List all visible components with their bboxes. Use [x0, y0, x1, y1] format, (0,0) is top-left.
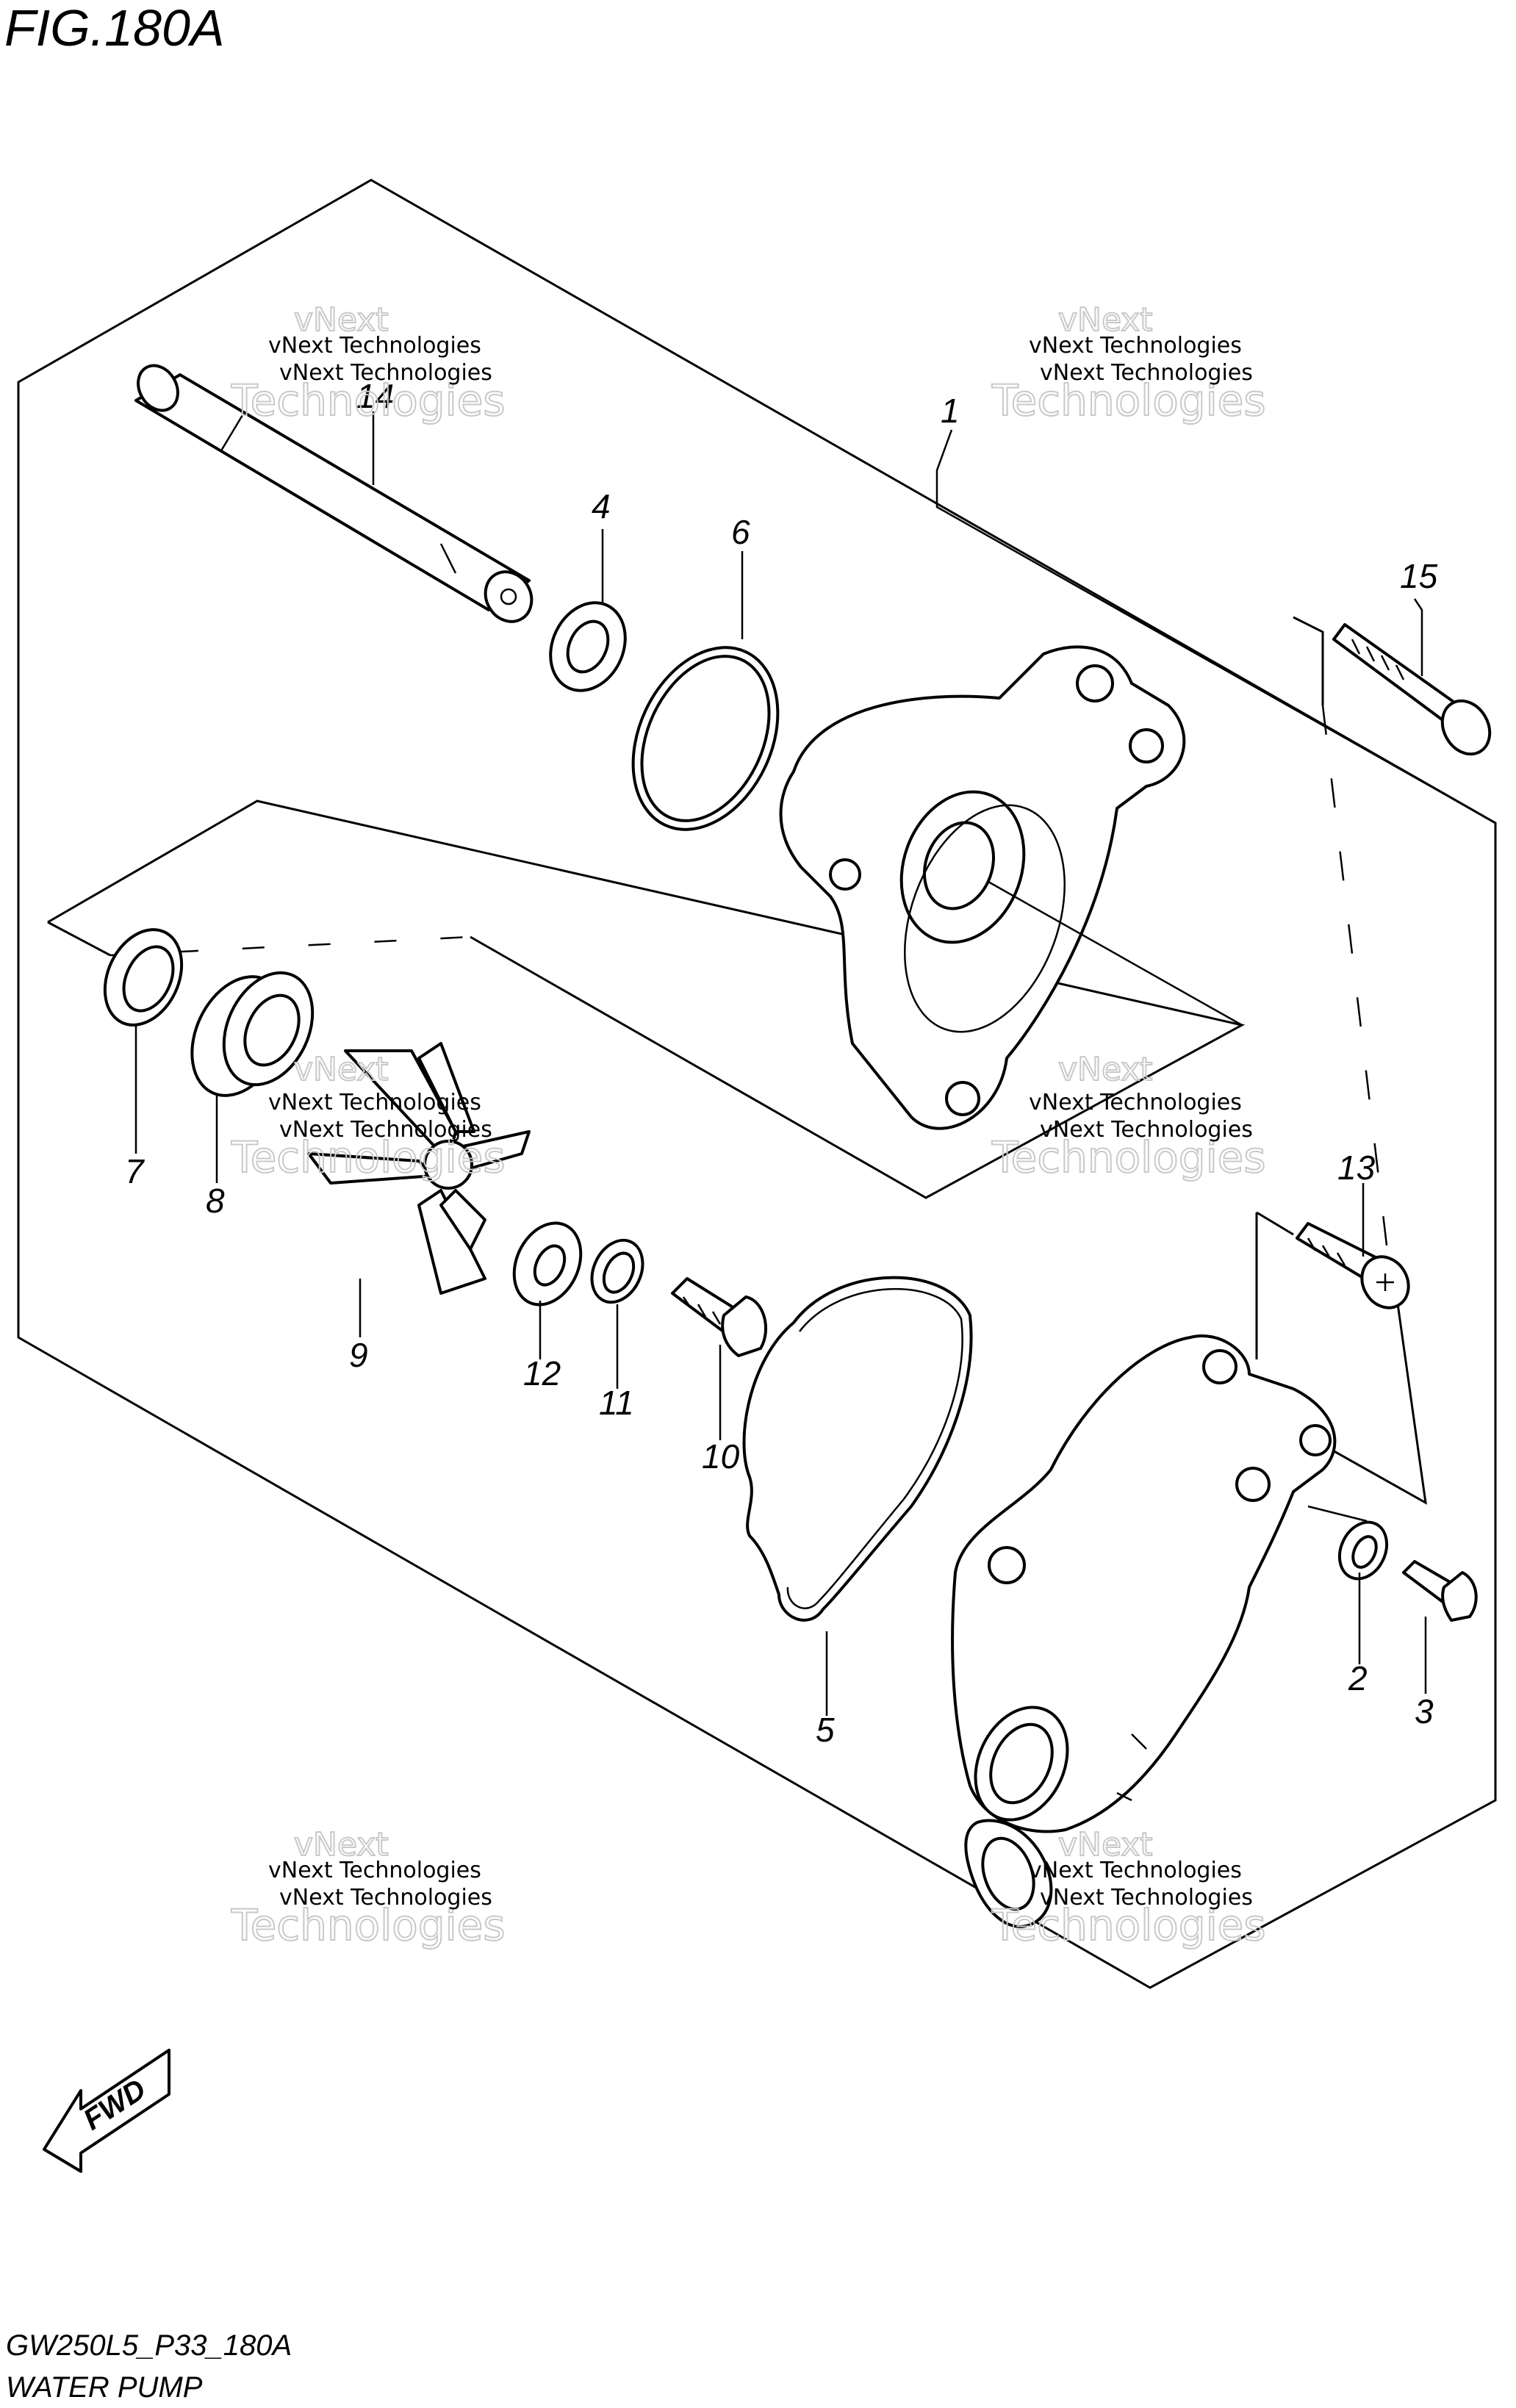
- svg-text:vNext: vNext: [294, 301, 389, 339]
- part-7-oil-seal[interactable]: [90, 917, 196, 1038]
- part-6-o-ring[interactable]: [605, 624, 805, 853]
- part-labels: 1 2 3 4 5 6 7 8 9 10 11 12 13 14 15: [125, 377, 1438, 1749]
- label-part-14[interactable]: 14: [356, 377, 394, 415]
- svg-text:vNext Technologies: vNext Technologies: [268, 1090, 481, 1115]
- svg-text:vNext Technologies: vNext Technologies: [1040, 1885, 1253, 1911]
- part-8-mech-seal[interactable]: [174, 958, 330, 1110]
- label-part-6[interactable]: 6: [731, 513, 750, 551]
- svg-text:vNext Technologies: vNext Technologies: [1040, 360, 1253, 386]
- bolt15-bracket: [1293, 616, 1324, 705]
- label-part-12[interactable]: 12: [523, 1354, 561, 1392]
- svg-text:vNext Technologies: vNext Technologies: [1029, 1090, 1242, 1115]
- svg-text:Technologies: Technologies: [231, 1900, 506, 1950]
- figure-title: FIG.180A: [4, 0, 225, 57]
- label-part-10[interactable]: 10: [702, 1437, 740, 1476]
- watermark-2: vNext Technologies vNext Technologies vN…: [991, 301, 1267, 426]
- bolt15-dash: [1321, 705, 1390, 1265]
- part-1-pump-cover[interactable]: [779, 645, 1186, 1130]
- leader-lines: [134, 411, 1496, 1716]
- watermarks: vNext Technologies vNext Technologies vN…: [230, 301, 1267, 1951]
- part-15-bolt[interactable]: [1332, 623, 1499, 763]
- svg-text:vNext Technologies: vNext Technologies: [268, 333, 481, 359]
- part-14-shaft[interactable]: [130, 359, 540, 630]
- part-12-washer[interactable]: [501, 1212, 593, 1316]
- label-part-8[interactable]: 8: [206, 1182, 225, 1220]
- svg-text:Technologies: Technologies: [991, 375, 1266, 425]
- footer-code: GW250L5_P33_180A: [6, 2329, 292, 2362]
- svg-text:Technologies: Technologies: [231, 1132, 506, 1182]
- bolt13-bracket: [1255, 1211, 1294, 1359]
- label-part-9[interactable]: 9: [349, 1336, 368, 1374]
- part-5-gasket[interactable]: [742, 1276, 973, 1622]
- part-4-washer[interactable]: [536, 591, 639, 703]
- svg-text:vNext: vNext: [1058, 1826, 1153, 1863]
- footer-name: WATER PUMP: [6, 2371, 203, 2404]
- label-part-5[interactable]: 5: [816, 1711, 835, 1749]
- svg-text:vNext Technologies: vNext Technologies: [1029, 1858, 1242, 1883]
- svg-text:Technologies: Technologies: [231, 375, 506, 425]
- label-part-11[interactable]: 11: [599, 1384, 634, 1422]
- part-9-impeller[interactable]: [307, 1042, 531, 1295]
- svg-text:vNext: vNext: [294, 1051, 389, 1088]
- svg-text:vNext Technologies: vNext Technologies: [279, 360, 492, 386]
- svg-text:Technologies: Technologies: [991, 1132, 1266, 1182]
- fwd-arrow-icon: FWD: [43, 2049, 170, 2173]
- label-part-15[interactable]: 15: [1400, 557, 1438, 595]
- watermark-6: vNext Technologies vNext Technologies vN…: [991, 1825, 1267, 1951]
- watermark-5: vNext Technologies vNext Technologies vN…: [230, 1825, 506, 1951]
- label-part-4[interactable]: 4: [592, 487, 611, 525]
- label-part-7[interactable]: 7: [125, 1152, 145, 1190]
- svg-text:vNext: vNext: [1058, 1051, 1153, 1088]
- part-2-washer[interactable]: [1331, 1514, 1395, 1586]
- svg-text:vNext: vNext: [294, 1826, 389, 1863]
- svg-text:vNext Technologies: vNext Technologies: [279, 1117, 492, 1143]
- watermark-1: vNext Technologies vNext Technologies vN…: [230, 301, 506, 426]
- watermark-3: vNext Technologies vNext Technologies vN…: [230, 1050, 506, 1183]
- part-3-bolt[interactable]: [1402, 1560, 1478, 1622]
- svg-text:Technologies: Technologies: [991, 1900, 1266, 1950]
- part-13-bolt[interactable]: [1296, 1222, 1418, 1316]
- svg-text:vNext Technologies: vNext Technologies: [1040, 1117, 1253, 1143]
- label-part-1[interactable]: 1: [941, 392, 960, 430]
- svg-text:vNext: vNext: [1058, 301, 1153, 339]
- label-part-3[interactable]: 3: [1415, 1692, 1434, 1730]
- svg-text:vNext Technologies: vNext Technologies: [268, 1858, 481, 1883]
- part-1-pump-case[interactable]: [951, 1334, 1337, 1928]
- watermark-4: vNext Technologies vNext Technologies vN…: [991, 1050, 1267, 1183]
- label-part-13[interactable]: 13: [1337, 1149, 1376, 1187]
- svg-text:vNext Technologies: vNext Technologies: [1029, 333, 1242, 359]
- assembly-outline: [17, 179, 1497, 1989]
- svg-text:vNext Technologies: vNext Technologies: [279, 1885, 492, 1911]
- part-10-bolt[interactable]: [671, 1277, 768, 1357]
- label-part-2[interactable]: 2: [1348, 1659, 1368, 1697]
- part-11-washer[interactable]: [582, 1232, 652, 1311]
